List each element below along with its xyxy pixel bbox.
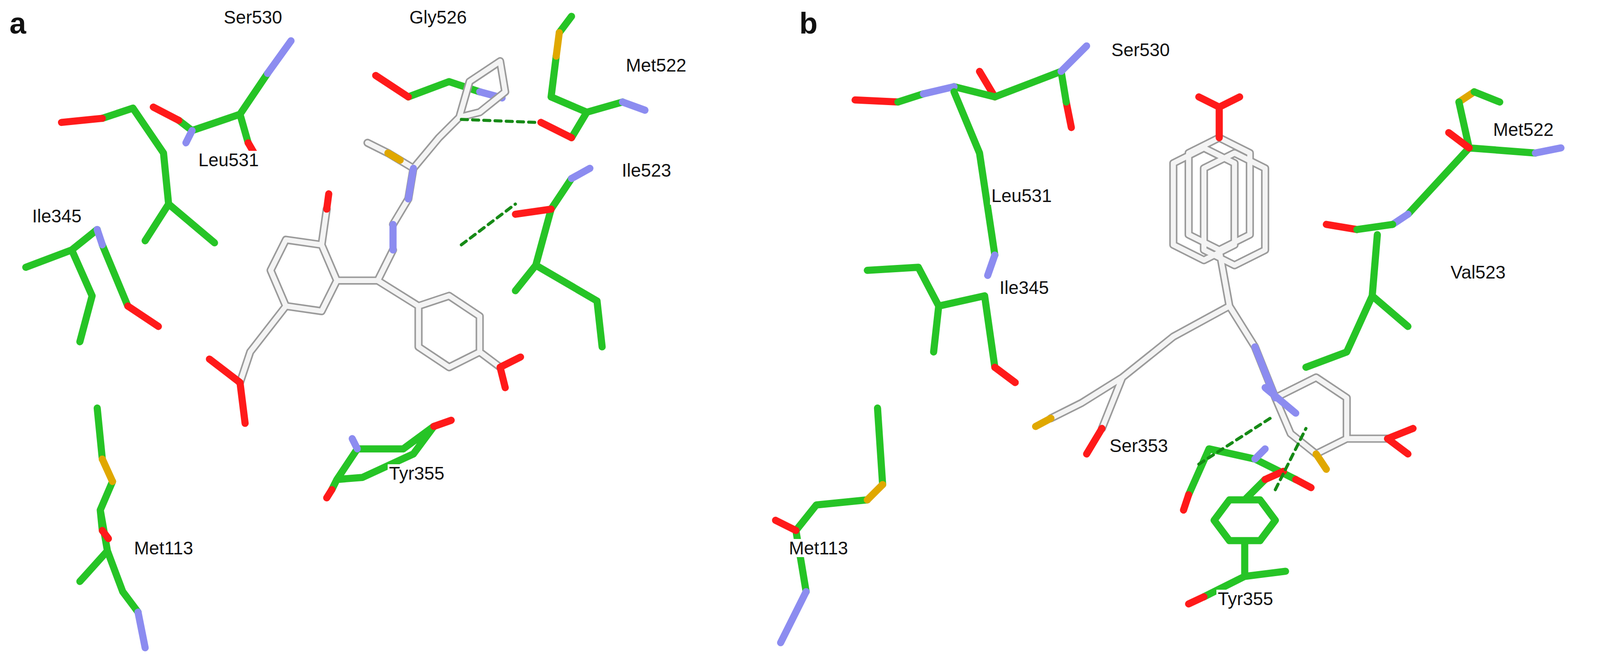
nitrogen-stick	[186, 40, 292, 143]
ligand-stick	[240, 61, 506, 383]
panel-letter: a	[8, 8, 28, 39]
residue-label: Met113	[787, 538, 850, 558]
residue-label: Val523	[1449, 263, 1508, 282]
residue-label: Tyr355	[387, 464, 446, 483]
residue-stick	[1203, 479, 1286, 597]
residue-stick	[79, 408, 138, 612]
residue-label: Met522	[624, 56, 688, 75]
residue-stick	[1306, 224, 1408, 368]
residue-stick	[1407, 91, 1536, 215]
oxygen-stick	[1086, 96, 1413, 454]
nitrogen-stick	[1254, 448, 1266, 460]
oxygen-stick	[61, 118, 103, 123]
oxygen-stick	[153, 106, 256, 155]
nitrogen-stick	[138, 611, 146, 648]
oxygen-stick	[375, 75, 409, 97]
residue-label: Met522	[1491, 120, 1555, 139]
panel-a-ligands	[209, 61, 536, 424]
residue-label: Ile345	[998, 278, 1051, 297]
nitrogen-stick	[393, 168, 414, 250]
panel-a-residues	[25, 16, 645, 648]
oxygen-stick	[994, 367, 1016, 383]
residue-label: Ser530	[1109, 40, 1172, 59]
sulfur-stick	[102, 459, 113, 482]
oxygen-stick	[515, 209, 552, 215]
residue-label: Ser530	[222, 8, 284, 27]
hydrogen-bond	[461, 119, 536, 246]
residue-label: Tyr355	[1216, 589, 1275, 608]
residue-stick	[954, 91, 995, 255]
residue-stick	[102, 108, 215, 243]
panel-b-ligands	[1035, 96, 1413, 490]
panel-b-residues	[775, 45, 1561, 643]
residue-label: Gly526	[408, 8, 469, 27]
residue-label: Ile523	[620, 161, 673, 180]
panel-letter: b	[797, 8, 819, 39]
ligand-stick	[240, 61, 506, 383]
sulfur-stick	[556, 32, 560, 57]
residue-stick	[25, 229, 128, 342]
residue-label: Met113	[132, 538, 195, 558]
sulfur-stick	[1035, 418, 1327, 470]
nitrogen-stick	[1254, 346, 1296, 414]
sulfur-stick	[388, 153, 401, 161]
nitrogen-stick	[571, 168, 591, 179]
nitrogen-stick	[1392, 148, 1562, 225]
ligand-stick	[1051, 137, 1388, 454]
residue-label: Leu531	[196, 150, 260, 169]
nitrogen-stick	[352, 438, 358, 449]
oxygen-stick	[1326, 224, 1358, 230]
residue-stick	[515, 178, 602, 347]
nitrogen-stick	[987, 254, 995, 276]
nitrogen-stick	[780, 591, 807, 643]
ligand-stick	[1051, 137, 1388, 454]
oxygen-stick	[540, 122, 572, 138]
oxygen-stick	[209, 193, 521, 424]
oxygen-stick	[1448, 132, 1470, 149]
oxygen-stick	[127, 306, 159, 327]
residue-label: Ile345	[30, 206, 83, 226]
residue-stick	[795, 408, 883, 592]
oxygen-stick	[775, 520, 796, 531]
nitrogen-stick	[923, 45, 1087, 94]
residue-label: Ser353	[1108, 436, 1170, 455]
residue-stick	[898, 71, 1067, 103]
oxygen-stick	[102, 530, 109, 539]
nitrogen-stick	[97, 229, 103, 246]
sulfur-stick	[867, 484, 883, 500]
oxygen-stick	[1188, 471, 1284, 605]
residue-stick	[867, 267, 995, 368]
residue-stick	[551, 16, 623, 138]
oxygen-stick	[326, 420, 452, 498]
residue-label: Leu531	[989, 186, 1053, 205]
nitrogen-stick	[622, 101, 646, 111]
hydrogen-bond	[1198, 418, 1306, 490]
